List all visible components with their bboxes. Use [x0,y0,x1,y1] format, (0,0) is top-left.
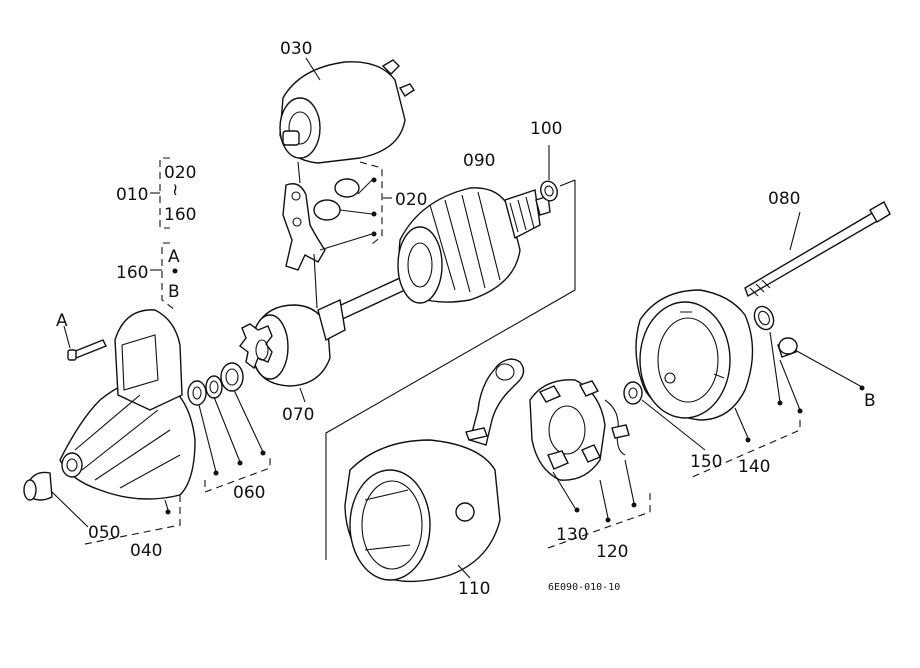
rear-end-frame-part [635,289,754,443]
armature-enclosure-lines [325,179,576,560]
label-160: 160 [116,263,148,283]
label-140: 140 [738,457,770,477]
label-010: 010 [116,185,148,205]
drawing-code: 6E090-010-10 [548,582,620,593]
label-080: 080 [768,189,800,209]
label-040: 040 [130,541,162,561]
label-a-bolt: A [56,311,68,331]
label-150: 150 [690,452,722,472]
bolt-a-part [63,325,107,361]
bushing-150-part [623,381,706,451]
field-lead-part [465,358,525,446]
label-110: 110 [458,579,490,599]
label-b-screw: B [864,391,876,411]
assembly-brackets [150,157,178,311]
brush-holder-part [529,379,651,549]
label-090: 090 [463,151,495,171]
label-020-range-start: 020 [164,163,196,183]
label-030: 030 [280,39,312,59]
drive-end-frame-part [59,309,196,546]
label-070: 070 [282,405,314,425]
label-range-tilde: ≀ [172,180,178,200]
label-b-bracket: B [168,282,180,302]
label-120: 120 [596,542,628,562]
label-060: 060 [233,483,265,503]
label-160-range-end: 160 [164,205,196,225]
armature-part [327,187,551,325]
overrunning-clutch-part [239,298,346,403]
bracket-020 [319,161,392,251]
label-050: 050 [88,523,120,543]
bushing-050-part [23,471,89,528]
ring-set-060-part [187,362,271,493]
label-020: 020 [395,190,427,210]
label-a-bracket: A [168,247,180,267]
plunger-lever-part [282,161,360,309]
through-bolt-part [744,201,891,298]
solenoid-switch-part [279,57,415,164]
label-100: 100 [530,119,562,139]
yoke-part [344,439,501,583]
washer-100-part [540,145,558,202]
label-130: 130 [556,525,588,545]
rear-hardware-part [689,305,865,479]
